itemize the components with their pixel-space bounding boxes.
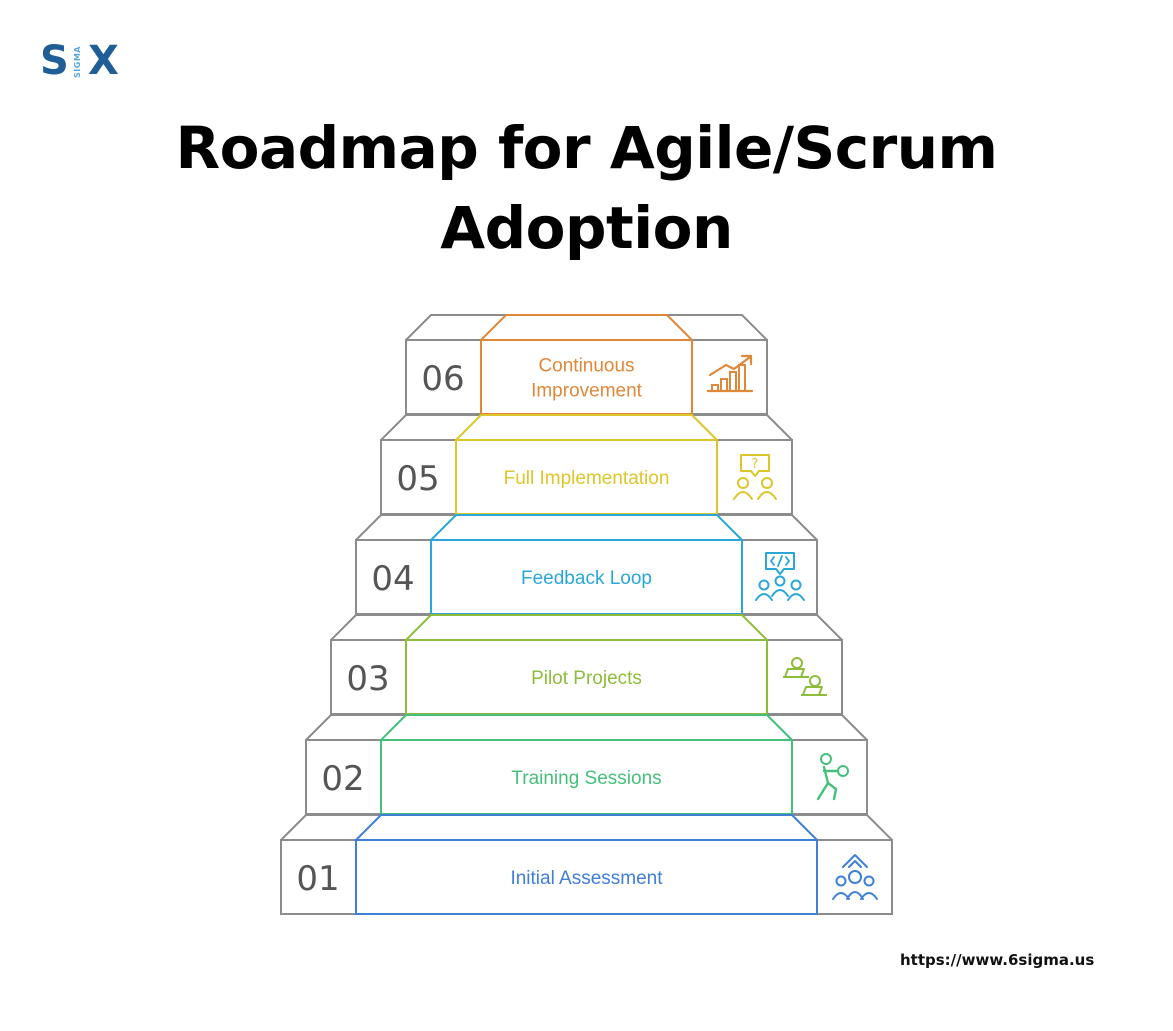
step-colored-top <box>405 614 768 641</box>
title-line-2: Adoption <box>440 194 733 262</box>
svg-text:?: ? <box>752 457 759 472</box>
logo-letter-s: S <box>40 38 69 84</box>
code-team-icon <box>755 552 805 601</box>
logo-letter-x: X <box>88 38 119 84</box>
step-label: Initial Assessment <box>510 868 663 889</box>
step-label: Pilot Projects <box>531 668 642 689</box>
step-number: 03 <box>346 659 389 699</box>
page-title: Roadmap for Agile/Scrum Adoption <box>0 108 1173 268</box>
step-number: 05 <box>396 459 439 499</box>
step-label-panel <box>430 539 743 615</box>
step-colored-top <box>480 314 693 341</box>
step-label-panel <box>405 639 768 715</box>
step-label: Feedback Loop <box>521 568 652 589</box>
step-label: Training Sessions <box>511 768 661 789</box>
exercise-person-icon <box>816 753 849 801</box>
sixsigma-logo: S SIGMA X <box>40 38 130 86</box>
step-number: 04 <box>371 559 414 599</box>
workers-at-laptops-icon <box>783 657 827 696</box>
step-label: Improvement <box>531 381 643 402</box>
step-label-panel <box>380 739 793 815</box>
roadmap-step-03: 03 Pilot Projects <box>330 614 843 715</box>
step-number: 06 <box>421 359 464 399</box>
roadmap-step-04: 04 Feedback Loop <box>355 514 818 615</box>
growth-chart-icon <box>706 354 754 393</box>
step-colored-top <box>455 414 718 441</box>
title-line-1: Roadmap for Agile/Scrum <box>175 114 999 182</box>
step-colored-top <box>355 814 818 841</box>
team-upgrade-icon <box>832 854 878 900</box>
step-number: 01 <box>296 859 339 899</box>
step-label: Continuous <box>538 356 634 377</box>
step-label: Full Implementation <box>504 468 670 489</box>
step-label-panel <box>355 839 818 915</box>
step-label-panel <box>455 439 718 515</box>
step-label-panel <box>480 339 693 415</box>
roadmap-step-02: 02 Training Sessions <box>305 714 868 815</box>
step-colored-top <box>380 714 793 741</box>
step-colored-top <box>430 514 743 541</box>
step-number: 02 <box>321 759 364 799</box>
website-url[interactable]: https://www.6sigma.us <box>900 951 1095 969</box>
roadmap-step-01: 01 Initial Assessment <box>280 814 893 915</box>
roadmap-step-05: 05 Full Implementation? <box>380 414 793 515</box>
question-discussion-icon: ? <box>733 454 777 500</box>
